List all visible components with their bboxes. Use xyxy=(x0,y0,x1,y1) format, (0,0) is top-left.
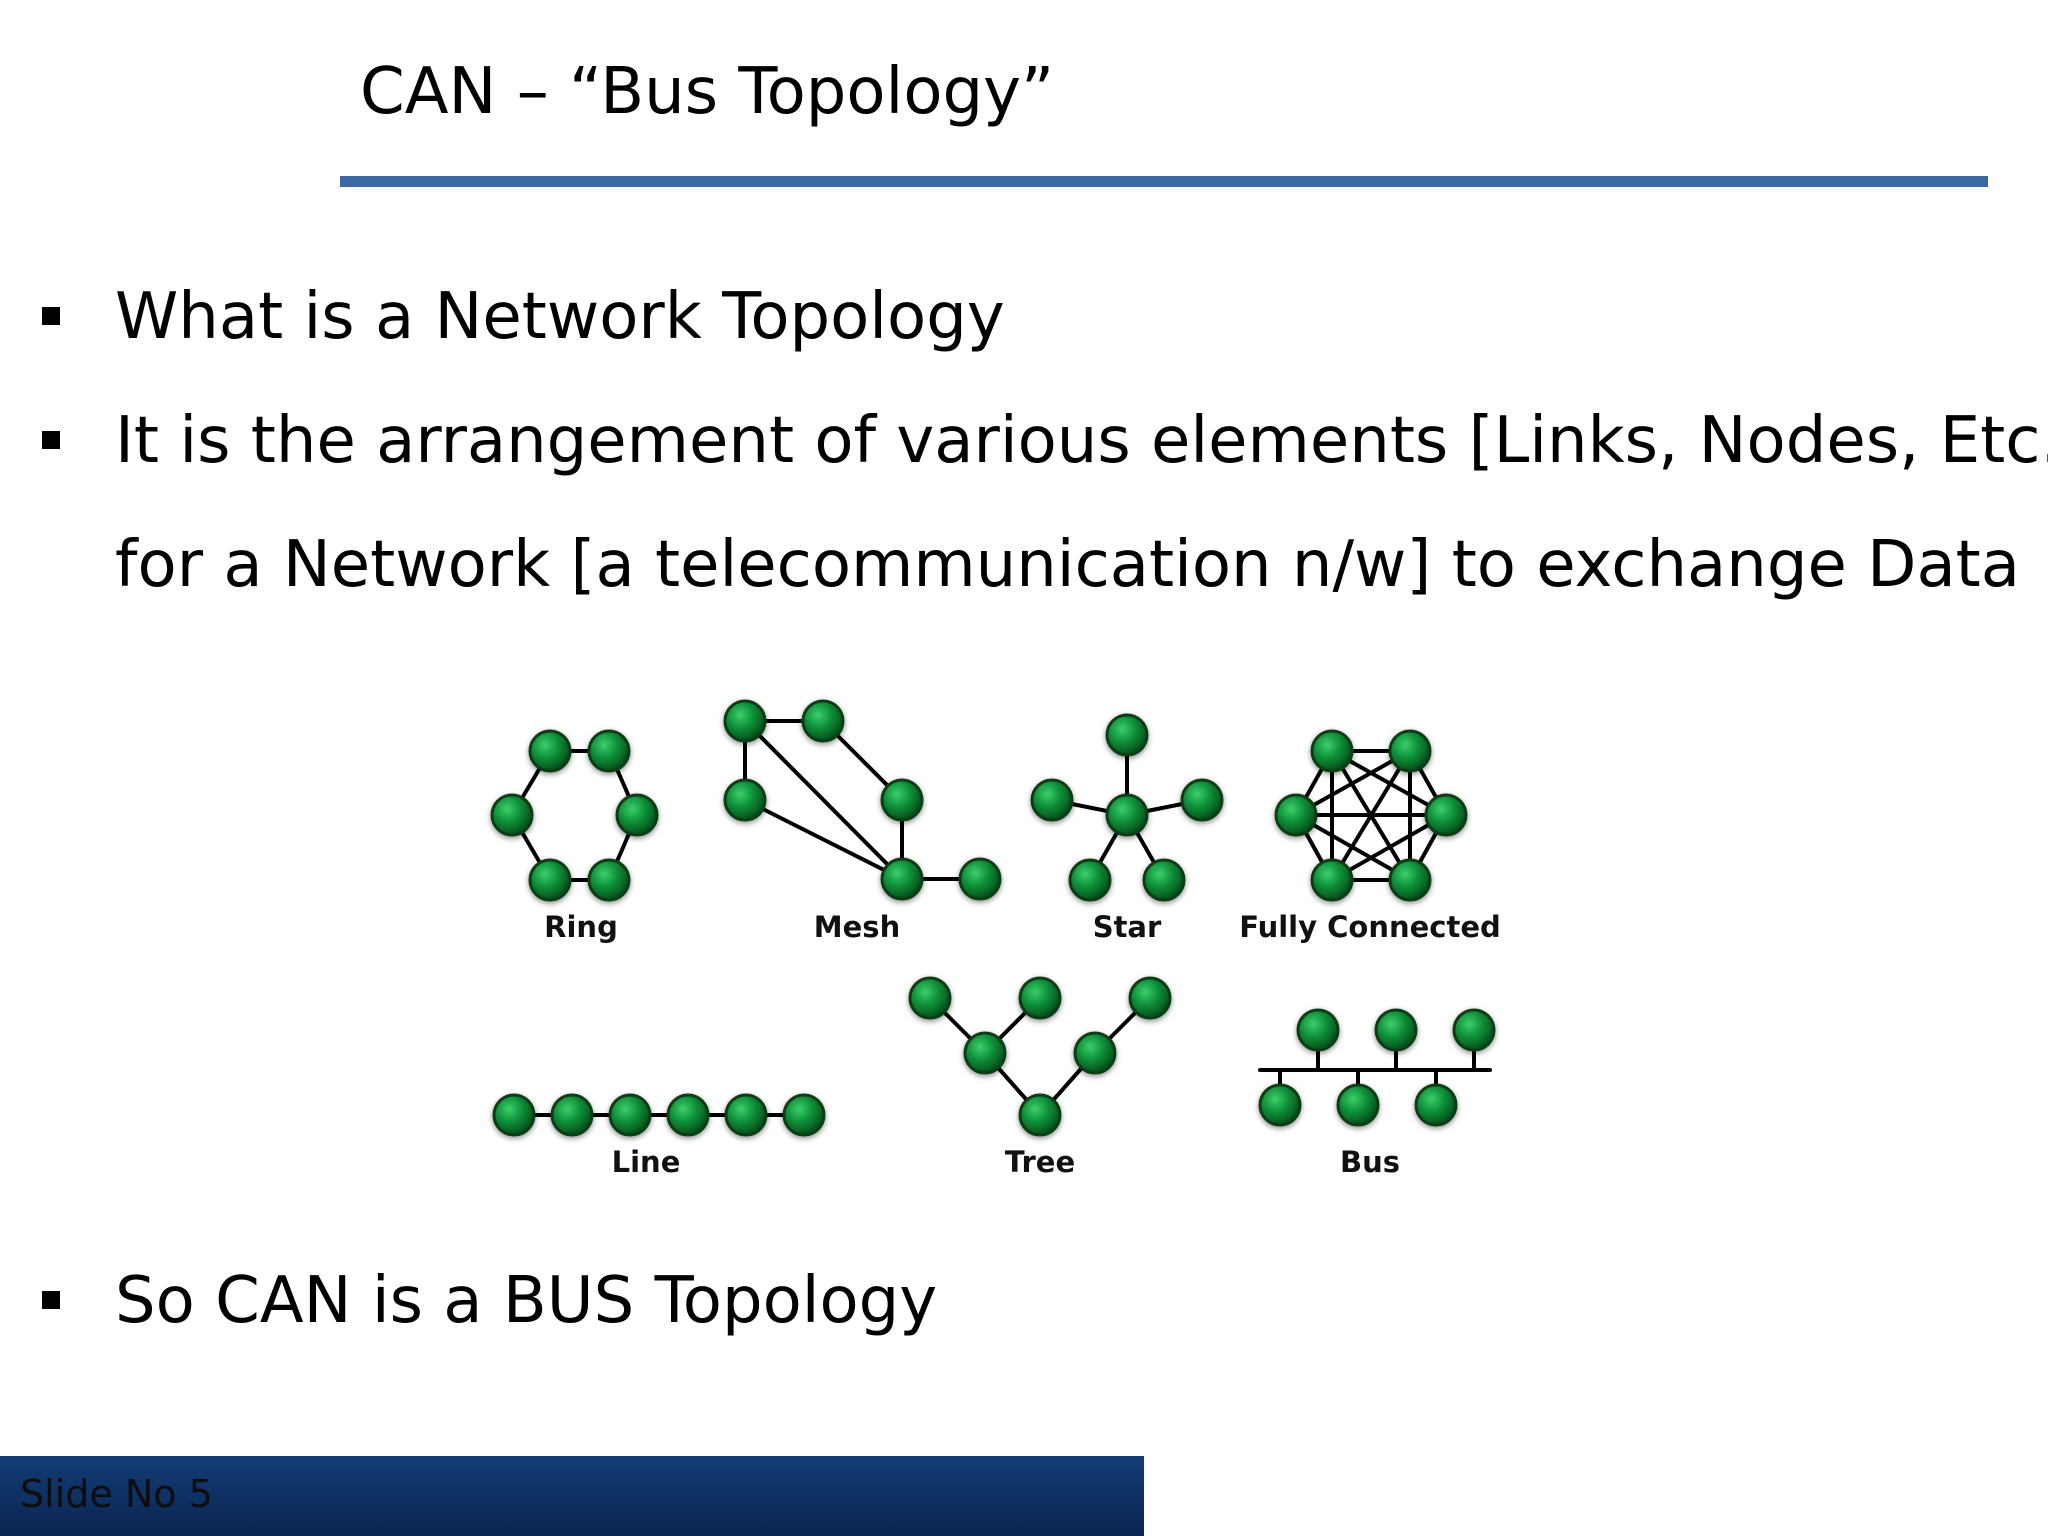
ring-node-4 xyxy=(587,858,631,902)
mesh-node-1 xyxy=(723,699,767,743)
slide-number: Slide No 5 xyxy=(20,1472,213,1516)
mesh-node-3 xyxy=(723,778,767,822)
label-fully-connected: Fully Connected xyxy=(1239,910,1501,944)
star-node-6 xyxy=(1142,858,1186,902)
tree-node-2 xyxy=(963,1031,1007,1075)
fully-connected-node-2 xyxy=(1388,729,1432,773)
mesh-link-3 xyxy=(743,719,904,881)
bus-node-1 xyxy=(1258,1083,1302,1127)
fully-connected-node-5 xyxy=(1310,858,1354,902)
fully-connected-link-11 xyxy=(1330,813,1448,882)
ring-node-6 xyxy=(490,793,534,837)
tree-node-4 xyxy=(908,976,952,1020)
ring-node-3 xyxy=(615,793,659,837)
label-bus: Bus xyxy=(1340,1145,1400,1179)
bullet-3-line-1: So CAN is a BUS Topology xyxy=(115,1264,938,1338)
star-node-5 xyxy=(1068,858,1112,902)
tree-node-1 xyxy=(1018,1093,1062,1137)
slide-title: CAN – “Bus Topology” xyxy=(360,55,1055,129)
star-node-4 xyxy=(1180,778,1224,822)
ring-node-5 xyxy=(528,858,572,902)
fully-connected-node-1 xyxy=(1310,729,1354,773)
mesh-node-6 xyxy=(958,857,1002,901)
bullet-2-line-2: for a Network [a telecommunication n/w] … xyxy=(115,528,2020,602)
mesh-node-2 xyxy=(801,699,845,743)
line-node-5 xyxy=(724,1093,768,1137)
fully-connected-link-9 xyxy=(1294,749,1412,817)
line-node-6 xyxy=(782,1093,826,1137)
bus-node-4 xyxy=(1296,1008,1340,1052)
fully-connected-node-4 xyxy=(1388,858,1432,902)
ring-node-2 xyxy=(587,729,631,773)
bus-node-5 xyxy=(1374,1008,1418,1052)
bullet-marker-3 xyxy=(42,1291,60,1309)
line-node-4 xyxy=(666,1093,710,1137)
tree-node-3 xyxy=(1073,1031,1117,1075)
label-ring: Ring xyxy=(544,910,618,944)
line-node-2 xyxy=(550,1093,594,1137)
fully-connected-node-3 xyxy=(1424,793,1468,837)
bullet-marker-2 xyxy=(42,431,60,449)
line-node-3 xyxy=(608,1093,652,1137)
bullet-1-line-1: What is a Network Topology xyxy=(115,280,1005,354)
bus-node-2 xyxy=(1336,1083,1380,1127)
ring-node-1 xyxy=(528,729,572,773)
line-node-1 xyxy=(492,1093,536,1137)
network-topology-diagram: Ring Mesh Star Fully Connected Line Tree… xyxy=(490,699,1501,1179)
fully-connected-link-14 xyxy=(1294,813,1412,882)
title-underline xyxy=(340,176,1988,187)
label-line: Line xyxy=(612,1145,681,1179)
bus-node-3 xyxy=(1414,1083,1458,1127)
tree-node-6 xyxy=(1128,976,1172,1020)
star-node-3 xyxy=(1030,778,1074,822)
mesh-node-4 xyxy=(880,778,924,822)
bus-node-6 xyxy=(1452,1008,1496,1052)
fully-connected-node-6 xyxy=(1274,793,1318,837)
star-node-2 xyxy=(1105,713,1149,757)
bullet-marker-1 xyxy=(42,307,60,325)
label-mesh: Mesh xyxy=(814,910,900,944)
bullet-2-line-1: It is the arrangement of various element… xyxy=(115,404,2048,478)
tree-node-5 xyxy=(1018,976,1062,1020)
label-tree: Tree xyxy=(1005,1145,1075,1179)
mesh-node-5 xyxy=(880,857,924,901)
label-star: Star xyxy=(1093,910,1162,944)
star-node-1 xyxy=(1105,793,1149,837)
mesh-link-6 xyxy=(743,798,904,881)
footer-bar xyxy=(0,1456,1144,1536)
